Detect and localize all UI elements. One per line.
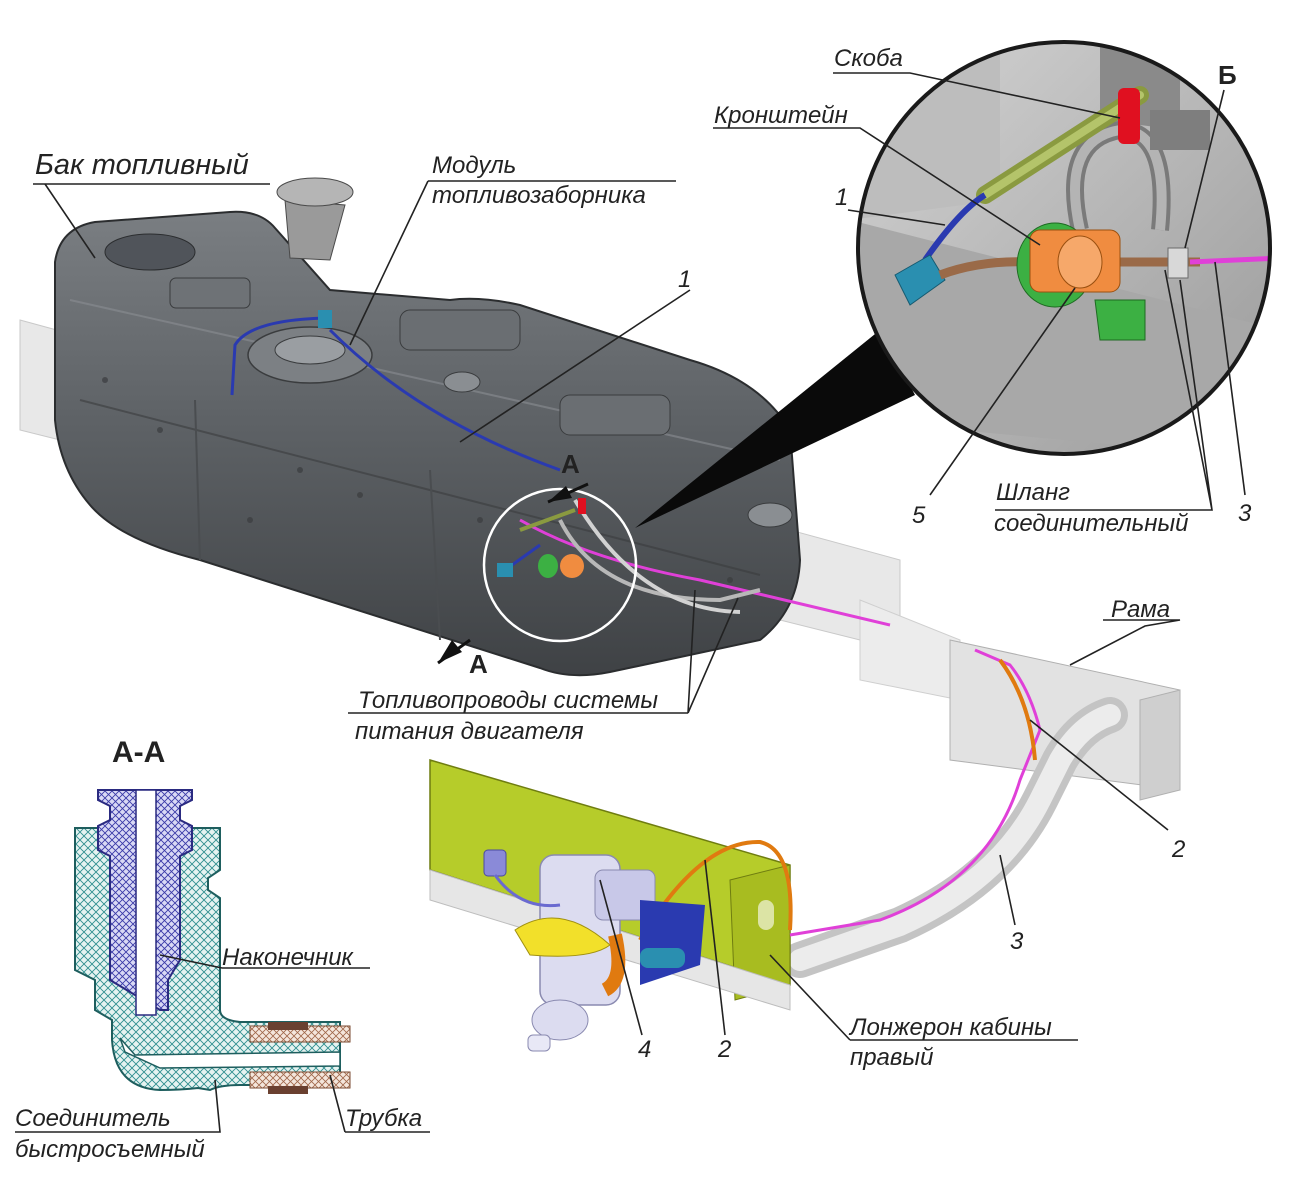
hose-label-line1: Шланг [996,479,1071,506]
section-aa-title: А-А [112,736,166,769]
callout-3-lower: 3 [1010,928,1024,955]
module-label-line2: топливозаборника [432,182,646,209]
detail-callout-wedge [635,330,915,528]
section-mark-a-bottom: A [469,649,488,679]
hose-label-line2: соединительный [994,510,1189,537]
detail-callout-circle [482,487,638,643]
callout-1-main: 1 [678,266,692,293]
section-a-a [74,789,351,1094]
longeron-label-line2: правый [850,1044,934,1071]
fuel-tank [54,177,802,677]
tank-fuel-lines [519,498,891,627]
callout-2-right: 2 [1172,836,1186,863]
callout-2-lower: 2 [718,1036,732,1063]
fuel-lines-label-line2: питания двигателя [355,718,584,745]
callout-4: 4 [638,1036,652,1063]
section-arrows [437,482,589,665]
bracket-label: Кронштейн [714,102,848,129]
callout-3-detail: 3 [1238,500,1252,527]
connector-label-line1: Соединитель [15,1105,171,1132]
detail-b-label: Б [1218,60,1237,90]
frame-and-longeron [429,639,1181,1052]
section-mark-a-top: A [561,449,580,479]
tip-label: Наконечник [222,944,353,971]
connector-label-line2: быстросъемный [15,1136,205,1163]
leader-lines [15,72,1246,1133]
frame-label: Рама [1111,596,1171,623]
callout-5: 5 [912,502,926,529]
clip-label: Скоба [834,45,903,72]
tank-label: Бак топливный [35,149,249,181]
detail-view-b [856,40,1272,456]
tube-label: Трубка [345,1105,423,1132]
module-label-line1: Модуль [432,152,517,179]
fuel-lines-label-line1: Топливопроводы системы [358,687,659,714]
callout-1-detail: 1 [835,184,849,211]
longeron-label-line1: Лонжерон кабины [850,1014,1052,1041]
